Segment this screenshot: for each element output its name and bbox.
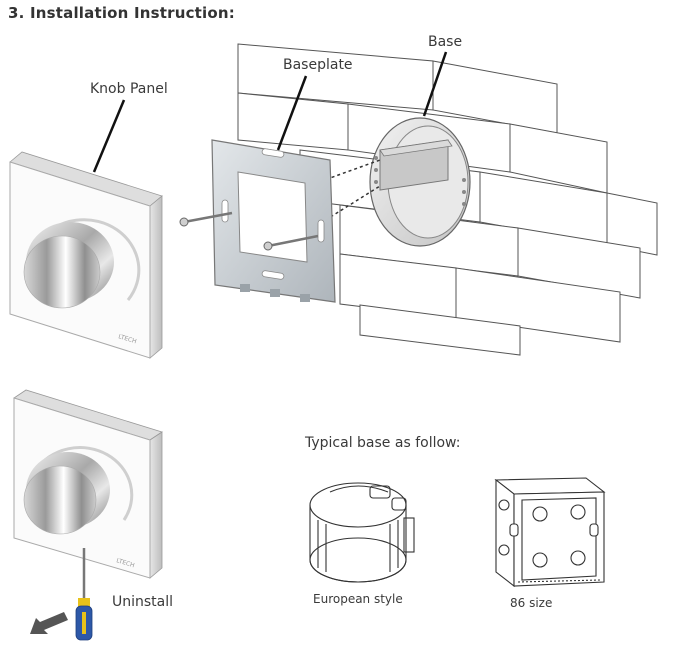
screwdriver-icon [75, 548, 93, 641]
typical-base-label: Typical base as follow: [305, 435, 461, 451]
size-86-box [494, 477, 606, 588]
uninstall-arrow-icon [30, 612, 68, 634]
baseplate-label: Baseplate [283, 57, 353, 73]
uninstall-label: Uninstall [112, 594, 174, 610]
leader-lines [92, 51, 448, 173]
size-86-label: 86 size [510, 596, 553, 610]
base-box [369, 117, 471, 247]
screws [179, 211, 319, 251]
section-title: 3. Installation Instruction: [8, 4, 235, 22]
knob-panel-label: Knob Panel [90, 81, 168, 97]
european-style-label: European style [313, 592, 403, 606]
baseplate [211, 139, 336, 303]
base-label: Base [428, 34, 463, 50]
knob-panel-top: LTECH [9, 151, 163, 359]
knob-panel-bottom: LTECH [13, 389, 163, 579]
european-style-base [309, 482, 415, 583]
